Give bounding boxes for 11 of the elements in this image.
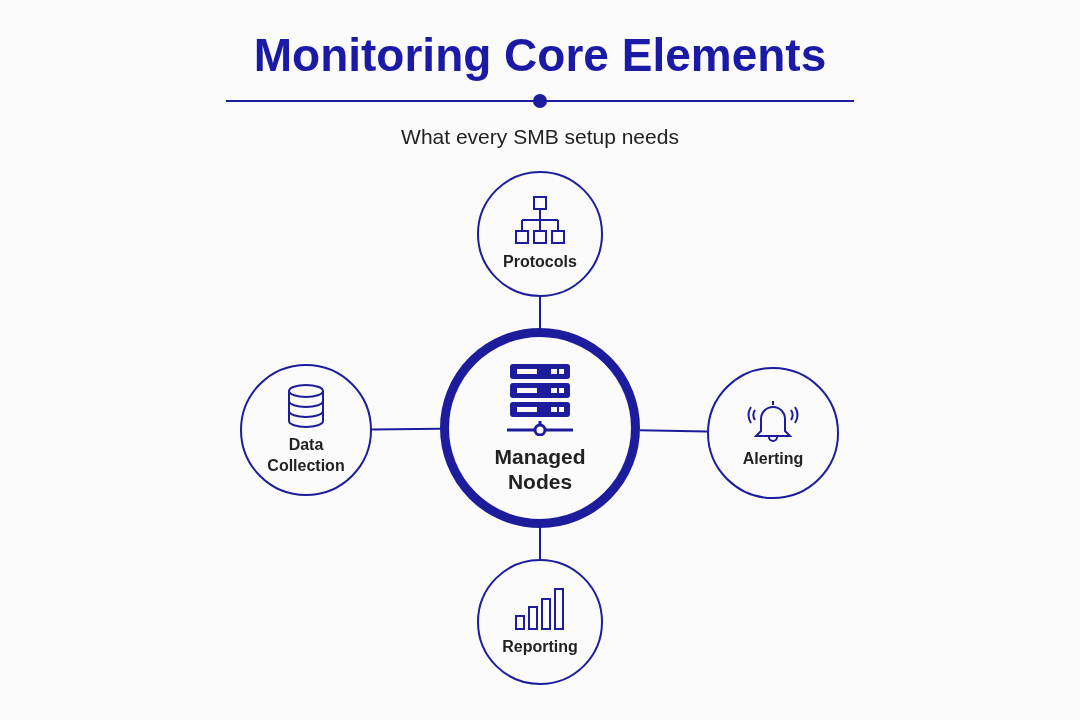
node-label: Reporting [502, 636, 578, 657]
connector-line [539, 527, 541, 560]
node-label: Alerting [742, 448, 804, 469]
subtitle: What every SMB setup needs [401, 125, 679, 148]
title: Monitoring Core Elements [253, 29, 827, 81]
connector-line [639, 429, 708, 433]
node-label: Managed Nodes [493, 443, 587, 495]
node-label: Protocols [503, 251, 577, 272]
connector-line [539, 296, 541, 329]
connector-line [371, 427, 441, 431]
node-label: Data Collection [266, 435, 346, 476]
